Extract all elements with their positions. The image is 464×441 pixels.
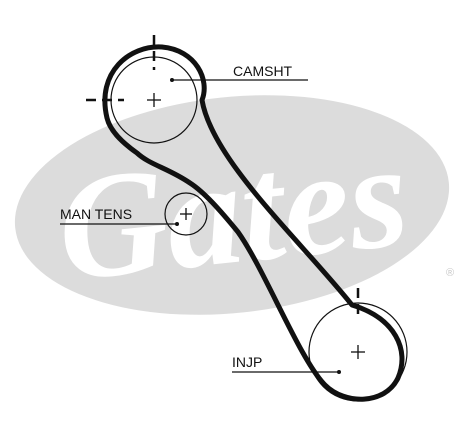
watermark-brand-text: Gates: [50, 111, 415, 313]
injection-pump-leader: [232, 370, 341, 374]
tensioner-pulley-circle: [164, 192, 208, 236]
camshaft-sprocket: [86, 35, 198, 144]
gates-watermark: Gates ®: [14, 95, 454, 315]
watermark-oval: [14, 95, 450, 315]
tensioner-leader-dot: [175, 222, 179, 226]
tensioner-leader: [60, 222, 179, 226]
manual-tensioner: [164, 192, 208, 236]
injection-pump-pulley-circle: [308, 302, 408, 402]
timing-belt: [102, 44, 405, 402]
registered-mark: ®: [446, 267, 454, 279]
injection-pump-sprocket: [308, 288, 408, 402]
camshaft-leader-dot: [170, 78, 174, 82]
injection-pump-leader-dot: [337, 370, 341, 374]
label-manual-tensioner: MAN TENS: [60, 206, 132, 222]
label-camshaft: CAMSHT: [233, 63, 293, 79]
label-injection-pump: INJP: [232, 354, 262, 370]
camshaft-leader: [170, 78, 308, 82]
